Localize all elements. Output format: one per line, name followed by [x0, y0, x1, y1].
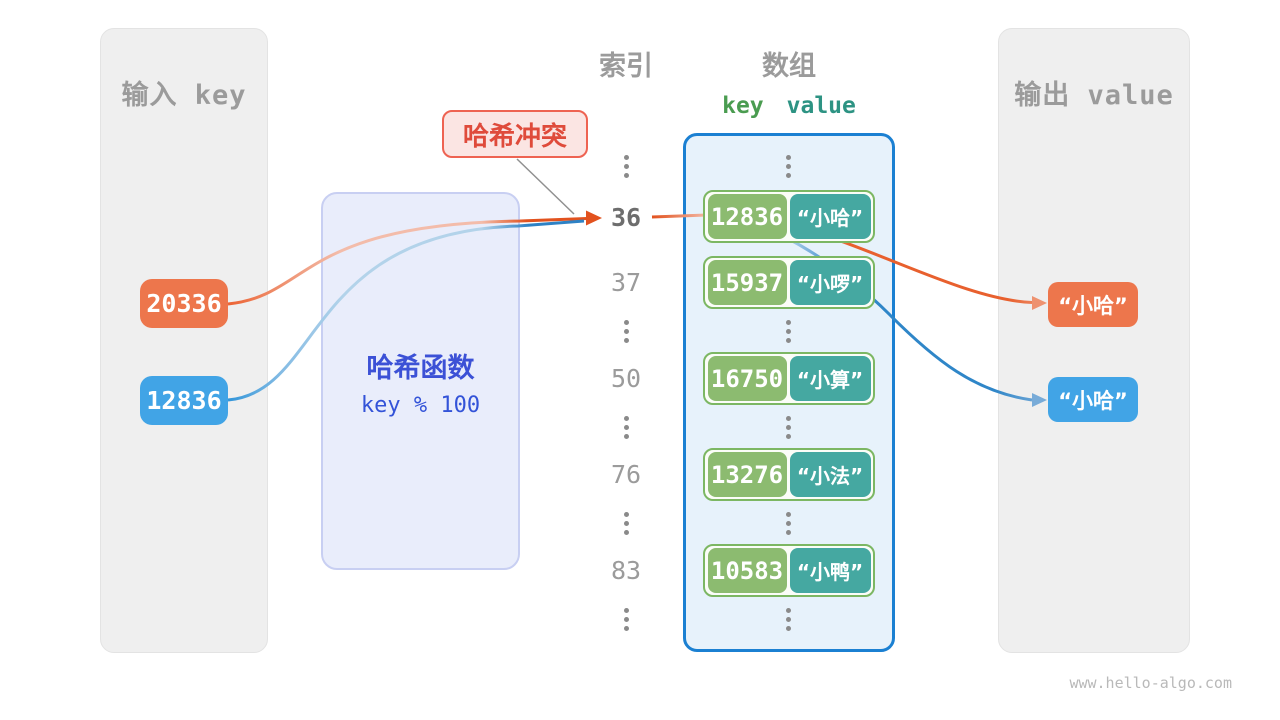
- array-ellipsis-dots: [786, 155, 791, 178]
- arrowhead-index-36: [586, 210, 602, 226]
- arrowhead-output2: [1032, 393, 1047, 407]
- value-header-label: value: [786, 93, 856, 119]
- array-item-value: “小啰”: [789, 260, 871, 305]
- key-header-label: key: [722, 93, 764, 119]
- wire-key1-to-index: [227, 217, 588, 306]
- array-item-key: 13276: [707, 452, 787, 497]
- output-value-1: “小哈”: [1048, 282, 1138, 327]
- index-row-76: 76: [610, 460, 642, 489]
- array-item: 16750 “小算”: [703, 352, 875, 405]
- array-ellipsis-dots: [786, 608, 791, 631]
- input-key-12836: 12836: [140, 376, 228, 425]
- index-ellipsis-dots: [624, 608, 629, 631]
- index-ellipsis-dots: [624, 416, 629, 439]
- input-panel-title: 输入 key: [121, 80, 247, 111]
- wire-key2-to-index: [227, 219, 585, 402]
- array-item-key: 15937: [707, 260, 787, 305]
- index-ellipsis-dots: [624, 512, 629, 535]
- array-ellipsis-dots: [786, 512, 791, 535]
- arrowhead-output1: [1032, 296, 1047, 310]
- array-item: 13276 “小法”: [703, 448, 875, 501]
- hash-function-box: 哈希函数 key % 100: [321, 192, 520, 570]
- watermark: www.hello-algo.com: [1069, 674, 1232, 692]
- array-column-header: 数组: [762, 51, 816, 82]
- output-panel-title: 输出 value: [1014, 80, 1174, 111]
- array-item-value: “小法”: [789, 452, 871, 497]
- array-item-value: “小算”: [789, 356, 871, 401]
- input-key-20336: 20336: [140, 279, 228, 328]
- index-row-37: 37: [610, 268, 642, 297]
- array-item: 15937 “小啰”: [703, 256, 875, 309]
- array-item-key: 12836: [707, 194, 787, 239]
- array-ellipsis-dots: [786, 416, 791, 439]
- hash-collision-label: 哈希冲突: [462, 121, 567, 152]
- array-item-key: 16750: [707, 356, 787, 401]
- index-ellipsis-dots: [624, 320, 629, 343]
- array-ellipsis-dots: [786, 320, 791, 343]
- index-column-header: 索引: [599, 51, 653, 82]
- hash-function-formula: key % 100: [360, 393, 481, 418]
- wire-index-to-item: [651, 213, 708, 219]
- array-item-key: 10583: [707, 548, 787, 593]
- hash-collision-badge: 哈希冲突: [442, 110, 588, 158]
- hash-function-title: 哈希函数: [366, 353, 475, 384]
- wire-collision-pointer: [516, 158, 575, 215]
- output-value-2: “小哈”: [1048, 377, 1138, 422]
- array-item-value: “小哈”: [789, 194, 871, 239]
- array-item-value: “小鸭”: [789, 548, 871, 593]
- output-value-panel: 输出 value: [998, 28, 1190, 653]
- array-item: 12836 “小哈”: [703, 190, 875, 243]
- index-row-36: 36: [610, 203, 642, 232]
- key-value-header: key value: [683, 93, 895, 119]
- array-item: 10583 “小鸭”: [703, 544, 875, 597]
- index-row-83: 83: [610, 556, 642, 585]
- input-key-panel: 输入 key: [100, 28, 268, 653]
- index-ellipsis-dots: [624, 155, 629, 178]
- index-row-50: 50: [610, 364, 642, 393]
